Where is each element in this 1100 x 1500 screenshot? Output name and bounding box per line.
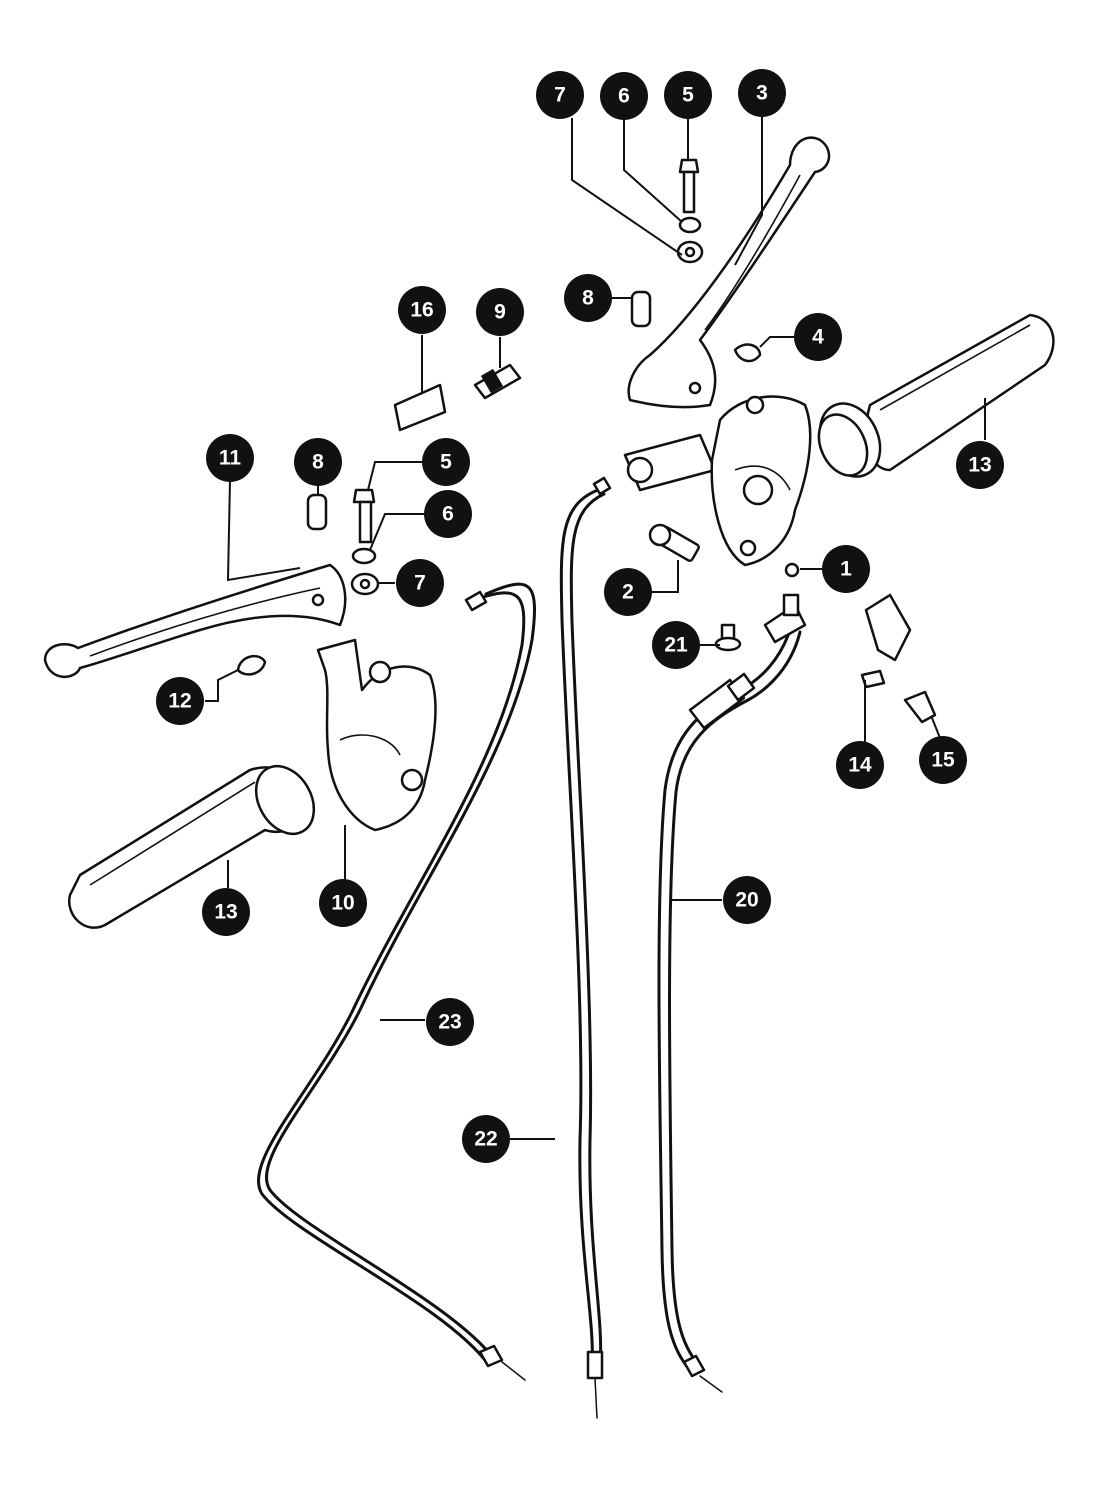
callout-8-right: 8 — [564, 274, 612, 322]
callout-13-right: 13 — [956, 441, 1004, 489]
adjuster-21 — [714, 623, 742, 652]
callout-8-left: 8 — [294, 438, 342, 486]
callout-7-left-label: 7 — [414, 572, 426, 595]
callout-5-top-label: 5 — [682, 84, 694, 107]
callout-5-left-label: 5 — [440, 451, 452, 474]
callout-21: 21 — [652, 621, 700, 669]
callout-10: 10 — [319, 879, 367, 927]
callout-13-left: 13 — [202, 888, 250, 936]
callout-9: 9 — [476, 288, 524, 336]
callout-14: 14 — [836, 741, 884, 789]
collar-16 — [393, 383, 447, 432]
callout-21-label: 21 — [664, 634, 688, 657]
nipple-1 — [784, 562, 800, 578]
callout-3-label: 3 — [756, 82, 768, 105]
callout-22: 22 — [462, 1115, 510, 1163]
bolt-2 — [648, 523, 700, 562]
callout-16-label: 16 — [410, 299, 433, 322]
callout-6-left-label: 6 — [442, 503, 454, 526]
grip-13-right — [817, 313, 1055, 478]
lever-housing-10 — [316, 638, 437, 832]
callout-13-left-label: 13 — [214, 901, 237, 924]
clip-12 — [236, 654, 267, 676]
cable-23 — [256, 582, 536, 1381]
collar-8-right — [630, 290, 652, 328]
screw-5-left — [352, 488, 376, 544]
screw-5-top — [678, 158, 700, 214]
callout-8-right-label: 8 — [582, 287, 594, 310]
callout-5-top: 5 — [664, 71, 712, 119]
cable-22 — [559, 476, 612, 1419]
callout-6-left: 6 — [424, 490, 472, 538]
clip-4 — [733, 343, 762, 363]
callout-8-left-label: 8 — [312, 451, 324, 474]
callout-23-label: 23 — [438, 1011, 461, 1034]
callout-7-top: 7 — [536, 71, 584, 119]
cable-20 — [657, 628, 802, 1393]
callout-16: 16 — [398, 286, 446, 334]
clamp-14 — [860, 593, 912, 689]
cable-end-fitting — [763, 593, 807, 644]
grip-13-left — [67, 764, 316, 929]
callout-4: 4 — [794, 313, 842, 361]
callout-12: 12 — [156, 677, 204, 725]
callout-9-label: 9 — [494, 301, 506, 324]
callout-7-left: 7 — [396, 559, 444, 607]
clip-15 — [903, 690, 937, 724]
callout-14-label: 14 — [848, 754, 872, 777]
callout-12-label: 12 — [168, 690, 191, 713]
washer-6-left — [351, 547, 377, 565]
switch-9 — [473, 363, 522, 400]
callout-20-label: 20 — [735, 889, 758, 912]
callout-11: 11 — [206, 434, 254, 482]
callout-10-label: 10 — [331, 892, 354, 915]
washer-6-top — [678, 216, 702, 234]
callout-4-label: 4 — [812, 326, 824, 349]
callout-15: 15 — [919, 736, 967, 784]
callout-3: 3 — [738, 69, 786, 117]
callout-22-label: 22 — [474, 1128, 497, 1151]
callout-1-label: 1 — [840, 558, 852, 581]
collar-8-left — [306, 493, 328, 531]
lever-3 — [627, 136, 831, 409]
callout-6-top: 6 — [600, 72, 648, 120]
callout-6-top-label: 6 — [618, 85, 630, 108]
throttle-housing — [623, 395, 812, 567]
callout-1: 1 — [822, 545, 870, 593]
callout-5-left: 5 — [422, 438, 470, 486]
lever-11 — [43, 563, 347, 678]
nut-7-top — [676, 240, 704, 264]
callout-2: 2 — [604, 568, 652, 616]
callout-2-label: 2 — [622, 581, 634, 604]
nut-7-left — [350, 572, 380, 596]
callout-11-label: 11 — [219, 447, 242, 470]
leader-lines — [205, 116, 986, 1140]
callout-7-top-label: 7 — [554, 84, 566, 107]
callout-15-label: 15 — [931, 749, 955, 772]
callout-23: 23 — [426, 998, 474, 1046]
callout-13-right-label: 13 — [968, 454, 991, 477]
callout-20: 20 — [723, 876, 771, 924]
